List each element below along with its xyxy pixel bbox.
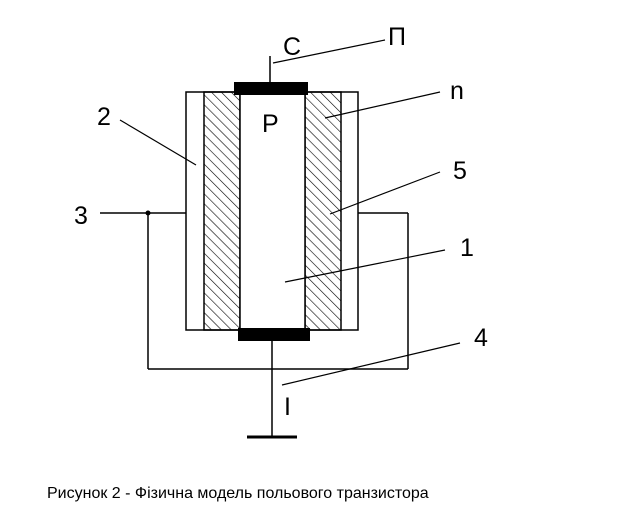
- label-one: 1: [460, 234, 474, 262]
- label-p-top: П: [388, 23, 406, 51]
- label-two: 2: [97, 103, 111, 131]
- leader-two: [119, 119, 197, 166]
- p-channel: [239, 91, 306, 331]
- left-n-layer: [203, 91, 241, 331]
- leader-one: [284, 249, 446, 283]
- label-p-region: Р: [262, 110, 279, 138]
- leader-four: [281, 342, 461, 386]
- source-contact: [234, 82, 308, 95]
- figure-caption: Рисунок 2 - Фізична модель польового тра…: [47, 485, 429, 502]
- leader-five: [329, 171, 441, 215]
- label-three: 3: [74, 202, 88, 230]
- leader-p-top: [272, 39, 386, 64]
- label-i: І: [284, 393, 291, 421]
- label-n: n: [450, 77, 464, 105]
- right-n-layer: [304, 91, 342, 331]
- drain-contact: [238, 328, 310, 341]
- label-c: С: [283, 33, 301, 61]
- leader-n: [324, 91, 441, 119]
- label-four: 4: [474, 324, 488, 352]
- label-five: 5: [453, 157, 467, 185]
